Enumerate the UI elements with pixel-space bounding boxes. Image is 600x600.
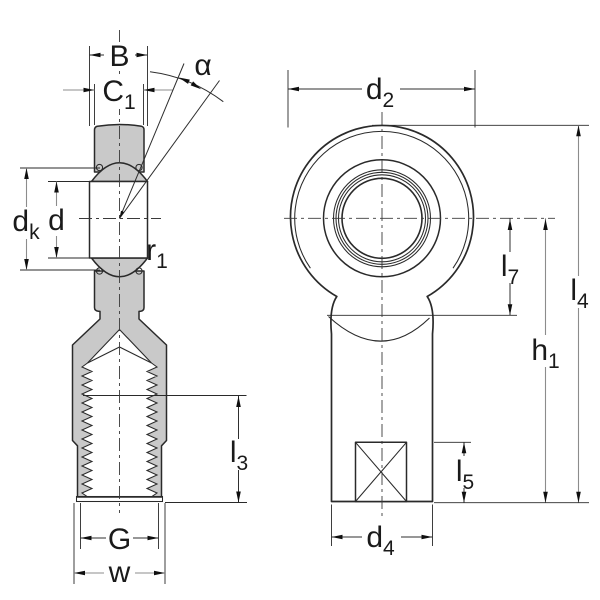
dimension-l5: l5 (434, 441, 589, 504)
dimension-r1: r1 (146, 234, 168, 273)
dimension-w: w (73, 503, 166, 589)
angle-line (119, 63, 220, 219)
arrowhead (461, 442, 467, 454)
arrowhead (54, 181, 59, 193)
arrowhead (461, 491, 467, 503)
extension-line (331, 504, 433, 546)
dimension-h1: h1 (530, 218, 562, 503)
label-backplate (10, 207, 44, 239)
front-view (284, 112, 555, 516)
label-backplate (498, 252, 524, 283)
arrowhead (288, 86, 299, 92)
dimension-b: B (89, 40, 148, 126)
label-h1: h1 (531, 334, 559, 373)
ball-upper-cap (90, 162, 149, 183)
arrowhead (331, 534, 343, 540)
arrowheads (24, 52, 581, 576)
arrowhead (543, 491, 548, 503)
thread-bore (82, 329, 157, 497)
label-dk: dk (12, 205, 40, 244)
dimension-l7: l7 (498, 218, 524, 316)
label-backplate (104, 560, 135, 585)
arrowhead (83, 87, 95, 93)
arrowhead (236, 491, 241, 503)
arrowhead (190, 81, 202, 90)
arrowhead (136, 52, 148, 58)
label-backplate (227, 439, 252, 470)
arrowhead (543, 219, 548, 230)
arrowhead (54, 247, 59, 258)
ball-lower-cap (90, 257, 149, 278)
label-backplate (104, 42, 135, 68)
extension-line (89, 46, 148, 126)
arrowhead (178, 77, 190, 84)
arrowhead (507, 304, 513, 316)
label-l5: l5 (456, 455, 474, 494)
label-w: w (108, 556, 131, 589)
dimension-dk: dk (10, 167, 100, 271)
label-l3: l3 (230, 436, 248, 475)
arrowhead (507, 219, 513, 230)
label-backplate (98, 76, 141, 109)
dimension-c1: C1 (63, 75, 173, 125)
arrowhead (80, 535, 92, 541)
arrowhead (147, 535, 159, 541)
thread-zigzag-left (80, 362, 94, 498)
dimension-g: G (80, 503, 159, 556)
dimension-l3: l3 (165, 396, 252, 503)
label-c1: C1 (102, 75, 135, 114)
arrowhead (421, 534, 433, 540)
arrowhead (464, 86, 475, 92)
label-backplate (453, 456, 479, 488)
arrowhead (119, 210, 124, 219)
label-backplate (530, 335, 562, 367)
thread-zigzag-right (145, 362, 159, 498)
arrowhead (576, 491, 581, 503)
label-backplate (46, 206, 67, 236)
label-g: G (108, 523, 131, 556)
dimension-d2: d2 (287, 70, 476, 128)
arrowhead (143, 87, 155, 93)
inner-ring-section (88, 180, 149, 259)
label-backplate (567, 276, 594, 308)
dimensions: B C1 α dk d r1 (10, 40, 594, 589)
head-boss-arc (328, 316, 430, 342)
label-alpha: α (194, 49, 211, 82)
dimension-d4: d4 (331, 504, 433, 560)
label-backplate (362, 74, 400, 105)
label-b: B (109, 40, 129, 73)
label-r1: r1 (146, 234, 168, 273)
extension-line (48, 181, 91, 259)
arrowhead (576, 125, 581, 137)
arrowhead (236, 396, 241, 407)
housing-top-block (93, 123, 145, 173)
dimension-d: d (46, 181, 91, 259)
extension-line (20, 167, 100, 271)
arrowhead (154, 570, 165, 576)
angle-arc (149, 71, 224, 103)
seal-bead (135, 267, 143, 275)
label-d4: d4 (366, 521, 395, 560)
dimension-alpha: α (119, 49, 224, 219)
arrowhead (89, 52, 101, 58)
arrowhead (24, 259, 29, 270)
label-d: d (48, 204, 65, 237)
wrench-flat-cross (355, 441, 407, 502)
side-section-view (71, 30, 247, 513)
label-backplate (106, 526, 133, 553)
arrowhead (24, 168, 29, 179)
label-l4: l4 (570, 274, 589, 313)
extension-line (73, 503, 166, 584)
arrowhead (74, 570, 85, 576)
seal-bead (95, 163, 104, 172)
seal-bead (95, 267, 104, 275)
extension-line (287, 70, 476, 128)
label-d2: d2 (366, 73, 394, 112)
label-l7: l7 (501, 250, 519, 289)
label-backplate (362, 522, 401, 553)
extension-line (80, 503, 159, 549)
dimension-l4: l4 (372, 124, 594, 503)
extension-line (94, 84, 144, 125)
